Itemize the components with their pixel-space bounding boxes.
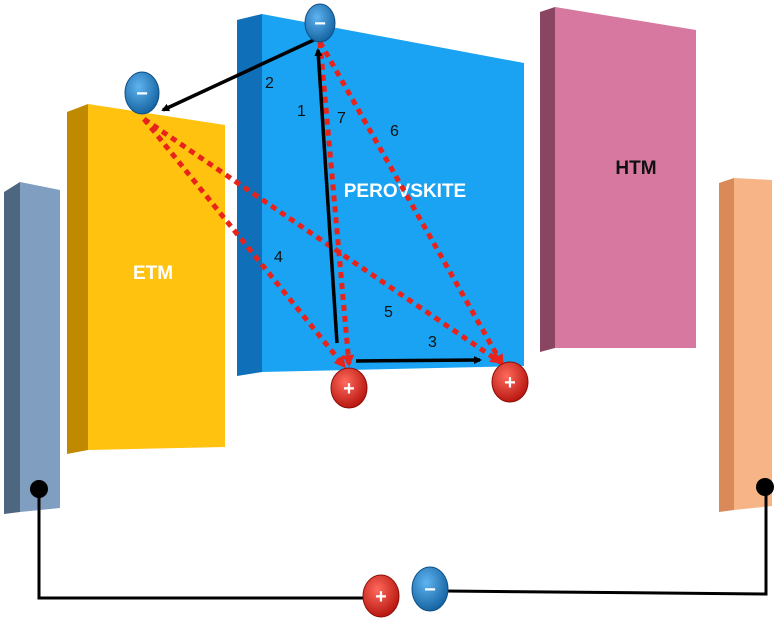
etm-layer-side bbox=[67, 104, 88, 454]
path-4-line bbox=[142, 117, 346, 369]
circuit-wire-left bbox=[37, 489, 370, 600]
right-electrode bbox=[719, 178, 772, 512]
hole-left: + bbox=[330, 367, 368, 409]
circuit-node-right bbox=[756, 478, 774, 496]
step-label-3: 3 bbox=[428, 334, 437, 351]
left-electrode bbox=[4, 182, 60, 514]
circuit-wire-right bbox=[444, 487, 768, 596]
step-label-1: 1 bbox=[297, 103, 306, 120]
perovskite-layer-side bbox=[237, 14, 262, 376]
path-6-line bbox=[317, 40, 505, 367]
right-electrode-front bbox=[734, 178, 772, 510]
electron-etm-sign: − bbox=[136, 83, 148, 105]
right-electrode-side bbox=[719, 178, 734, 512]
htm-layer-side bbox=[540, 7, 555, 352]
step-label-7: 7 bbox=[337, 110, 346, 127]
path-7-line bbox=[317, 41, 355, 367]
path-1-line bbox=[314, 48, 339, 344]
external-circuit bbox=[30, 478, 774, 600]
electron-circuit-sign: − bbox=[424, 579, 436, 601]
electron-circuit: − bbox=[411, 566, 449, 612]
etm-layer: ETM bbox=[67, 104, 225, 454]
left-electrode-side bbox=[4, 182, 20, 514]
electron-top-sign: − bbox=[314, 13, 326, 35]
left-electrode-front bbox=[20, 182, 60, 512]
hole-right-sign: + bbox=[504, 372, 516, 394]
electron-etm: − bbox=[124, 71, 160, 115]
hole-left-sign: + bbox=[343, 378, 355, 400]
recombination-paths bbox=[142, 40, 505, 369]
htm-layer: HTM bbox=[540, 7, 696, 352]
path-3-line bbox=[355, 356, 482, 365]
electron-top: − bbox=[304, 3, 336, 43]
perovskite-label: PEROVSKITE bbox=[344, 181, 466, 202]
hole-circuit: + bbox=[362, 574, 400, 618]
step-label-6: 6 bbox=[390, 123, 399, 140]
path-5-line bbox=[142, 116, 503, 365]
hole-circuit-sign: + bbox=[375, 586, 387, 608]
etm-label: ETM bbox=[133, 263, 173, 284]
path-2-line bbox=[161, 36, 319, 112]
step-label-5: 5 bbox=[384, 304, 393, 321]
htm-label: HTM bbox=[615, 158, 656, 179]
hole-right: + bbox=[491, 361, 529, 403]
htm-layer-front bbox=[555, 7, 696, 348]
transport-paths bbox=[161, 36, 482, 365]
etm-layer-front bbox=[88, 104, 225, 450]
step-label-2: 2 bbox=[265, 75, 274, 92]
step-label-4: 4 bbox=[274, 249, 283, 266]
circuit-node-left bbox=[30, 480, 48, 498]
step-labels: 1 2 3 4 5 6 7 bbox=[265, 75, 437, 351]
